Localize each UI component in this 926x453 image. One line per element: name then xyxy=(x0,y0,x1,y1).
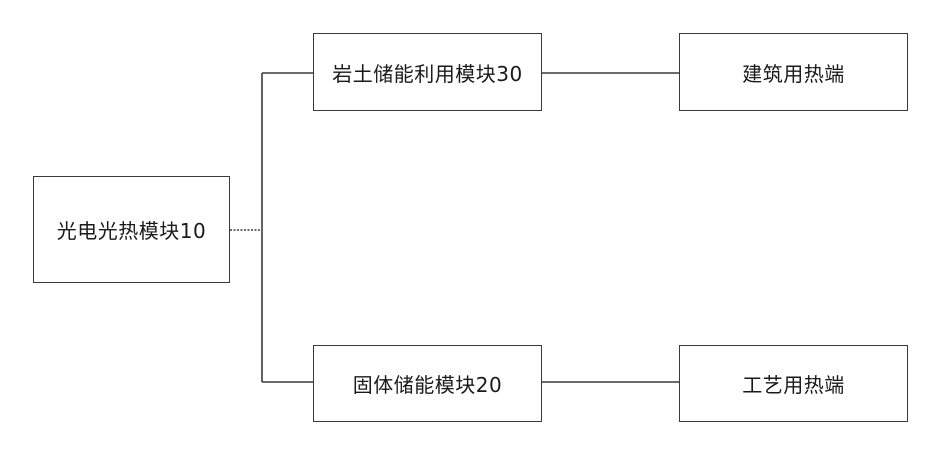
geotech-storage-module-box: 岩土储能利用模块30 xyxy=(313,33,542,111)
pv-thermal-module-box: 光电光热模块10 xyxy=(33,176,230,283)
building-heat-end-box: 建筑用热端 xyxy=(679,33,908,111)
process-heat-end-box: 工艺用热端 xyxy=(679,345,908,422)
solid-storage-module-box: 固体储能模块20 xyxy=(313,345,542,422)
